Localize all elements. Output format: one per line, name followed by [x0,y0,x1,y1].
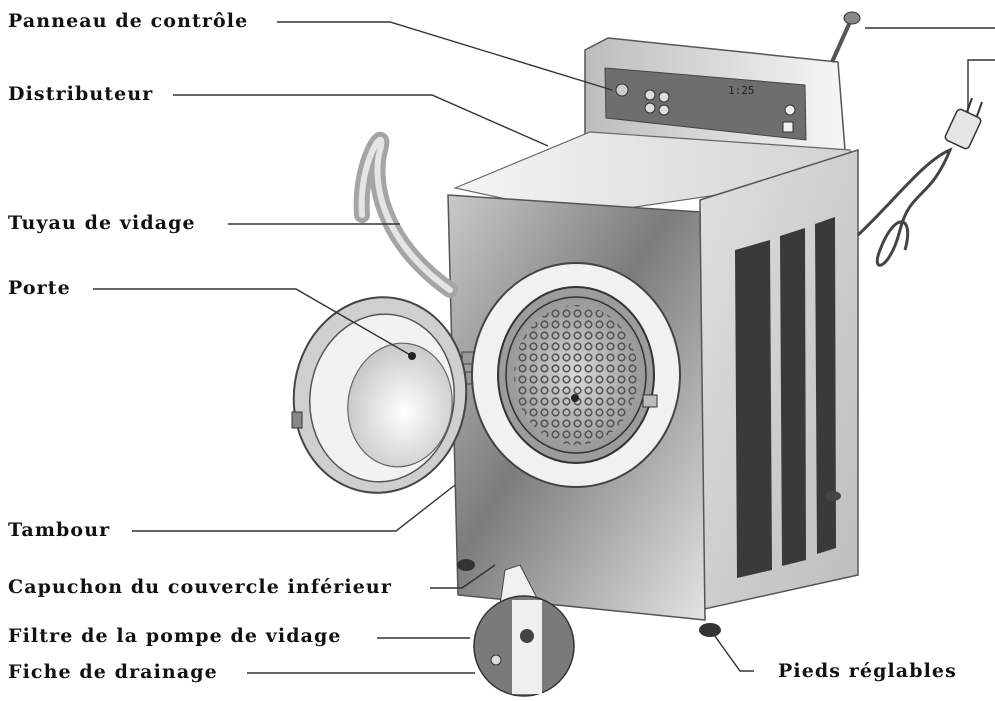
screw-icon [830,11,861,63]
rear-right-foot [825,491,841,501]
label-lower-cover-cap: Capuchon du couvercle inférieur [8,576,392,598]
label-drain-hose: Tuyau de vidage [8,212,196,234]
label-detergent-dispenser: Distributeur [8,83,154,105]
display-readout: 1:25 [728,84,755,97]
label-drain-plug: Fiche de drainage [8,661,218,683]
front-right-foot [699,623,721,637]
label-drain-pump-filter: Filtre de la pompe de vidage [8,625,342,647]
open-door [291,296,468,494]
power-cord [856,97,983,267]
cabinet-side [699,148,859,611]
drum-opening [471,262,681,488]
label-drum: Tambour [8,519,111,541]
label-door: Porte [8,277,71,299]
label-adjustable-feet: Pieds réglables [778,660,957,682]
drain-pump-filter-detail [473,564,575,697]
front-left-foot [457,559,475,571]
label-control-panel: Panneau de contrôle [8,10,249,32]
leader-lines [93,21,995,674]
